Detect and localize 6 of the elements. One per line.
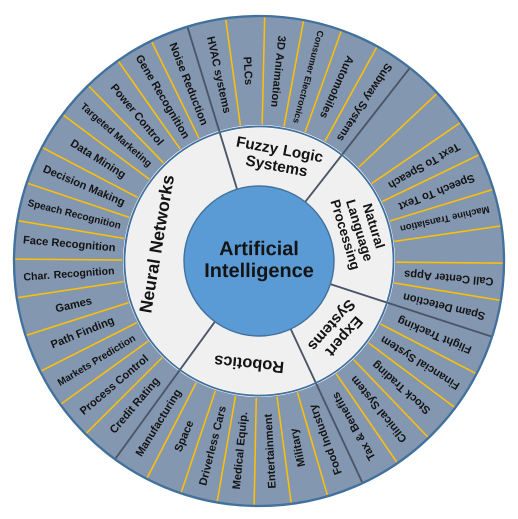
wedge-segment: Char. Recognition (14, 259, 125, 298)
wedge-segment: Entertainment (254, 396, 292, 506)
node-label: PLCs (244, 57, 252, 85)
node-label: 3D Animation (271, 36, 286, 106)
node-label: Entertainment (264, 414, 276, 488)
node-label: Char. Recognition (24, 267, 114, 280)
